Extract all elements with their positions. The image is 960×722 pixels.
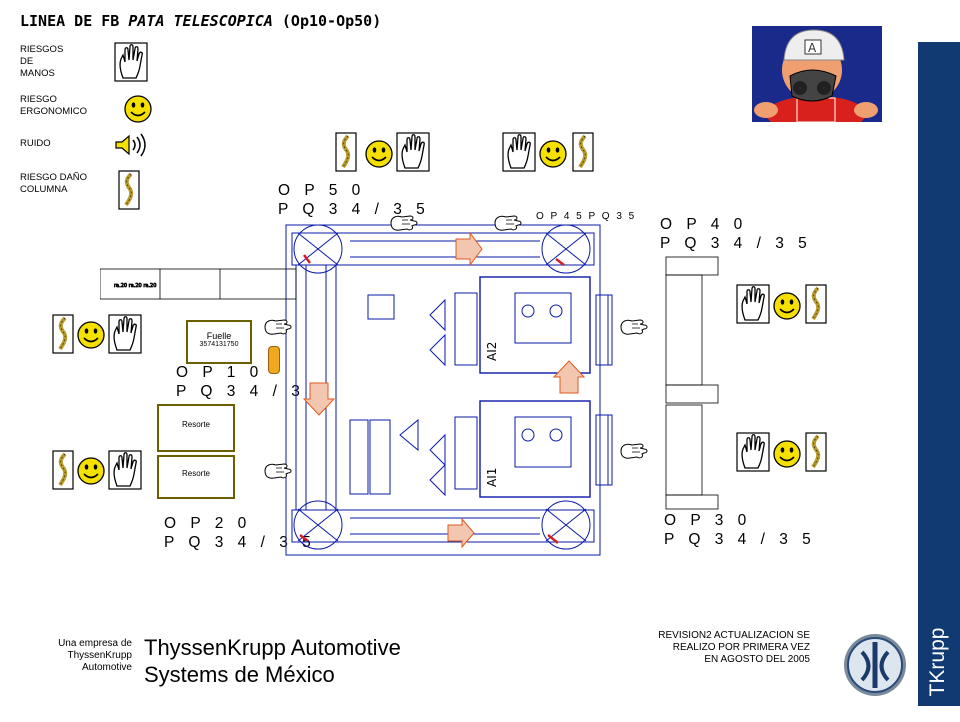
company-name: ThyssenKrupp Automotive Systems de Méxic…	[144, 635, 401, 687]
legend-label-hand: RIESGOS DE MANOS	[20, 44, 64, 79]
page-title: LINEA DE FB PATA TELESCOPICA (Op10-Op50)	[20, 12, 382, 30]
hand-icon	[114, 42, 148, 82]
legend-label-noise: RUIDO	[20, 138, 51, 149]
spine-icon	[572, 132, 594, 172]
revision-note: REVISION2 ACTUALIZACION SE REALIZO POR P…	[658, 630, 810, 665]
machine-label-ai2: AI2	[485, 342, 499, 361]
op45-label: O P 4 5 P Q 3 5	[536, 211, 637, 222]
container-drum	[268, 346, 280, 374]
glove-icon	[388, 212, 422, 234]
hand-icon	[396, 132, 430, 172]
legend-label-ergonomic: RIESGO ERGONOMICO	[20, 94, 88, 117]
resorte-label-2: Resorte	[181, 469, 210, 478]
op10-label: O P 1 0	[176, 364, 264, 381]
line-layout-diagram: ra.20 ra.20 ra.20 AI2 AI1	[100, 224, 719, 556]
smiley-icon	[772, 291, 802, 321]
op20-label: O P 2 0	[164, 515, 252, 532]
op20-pq: P Q 3 4 / 3 5	[164, 534, 316, 551]
legend-label-spine: RIESGO DAÑO COLUMNA	[20, 172, 88, 195]
spine-icon	[118, 170, 140, 210]
smiley-icon	[772, 439, 802, 469]
spine-icon	[805, 284, 827, 324]
smiley-icon	[364, 139, 394, 169]
glove-icon	[492, 212, 526, 234]
spine-icon	[52, 450, 74, 490]
glove-icon	[262, 460, 296, 482]
thyssenkrupp-logo-icon	[844, 634, 906, 696]
op30-pq: P Q 3 4 / 3 5	[664, 531, 816, 548]
smiley-icon	[123, 94, 153, 124]
hand-icon	[736, 284, 770, 324]
op40-label: O P 4 0	[660, 216, 748, 233]
resorte-box-1: Resorte	[157, 404, 235, 452]
glove-icon	[618, 316, 652, 338]
smiley-icon	[538, 139, 568, 169]
spine-icon	[335, 132, 357, 172]
op50-label: O P 5 0	[278, 182, 366, 199]
op40-pq: P Q 3 4 / 3 5	[660, 235, 812, 252]
safety-mascot-icon: A	[752, 26, 882, 122]
speaker-icon	[114, 133, 150, 157]
fuelle-code: 3574131750	[199, 341, 239, 348]
brand-bar: TKrupp	[918, 42, 960, 706]
svg-text:A: A	[808, 41, 817, 55]
parent-company: Una empresa de ThyssenKrupp Automotive	[58, 638, 132, 673]
fuelle-box: Fuelle 3574131750	[186, 320, 252, 364]
fuelle-label: Fuelle	[206, 331, 232, 341]
resorte-box-2: Resorte	[157, 455, 235, 499]
hand-icon	[502, 132, 536, 172]
spine-icon	[805, 432, 827, 472]
svg-text:ra.20 ra.20 ra.20: ra.20 ra.20 ra.20	[114, 283, 156, 289]
machine-label-ai1: AI1	[485, 468, 499, 487]
glove-icon	[618, 440, 652, 462]
op30-label: O P 3 0	[664, 512, 752, 529]
hand-icon	[736, 432, 770, 472]
op50-pq: P Q 3 4 / 3 5	[278, 201, 430, 218]
spine-icon	[52, 314, 74, 354]
glove-icon	[262, 316, 296, 338]
resorte-label-1: Resorte	[181, 420, 210, 429]
